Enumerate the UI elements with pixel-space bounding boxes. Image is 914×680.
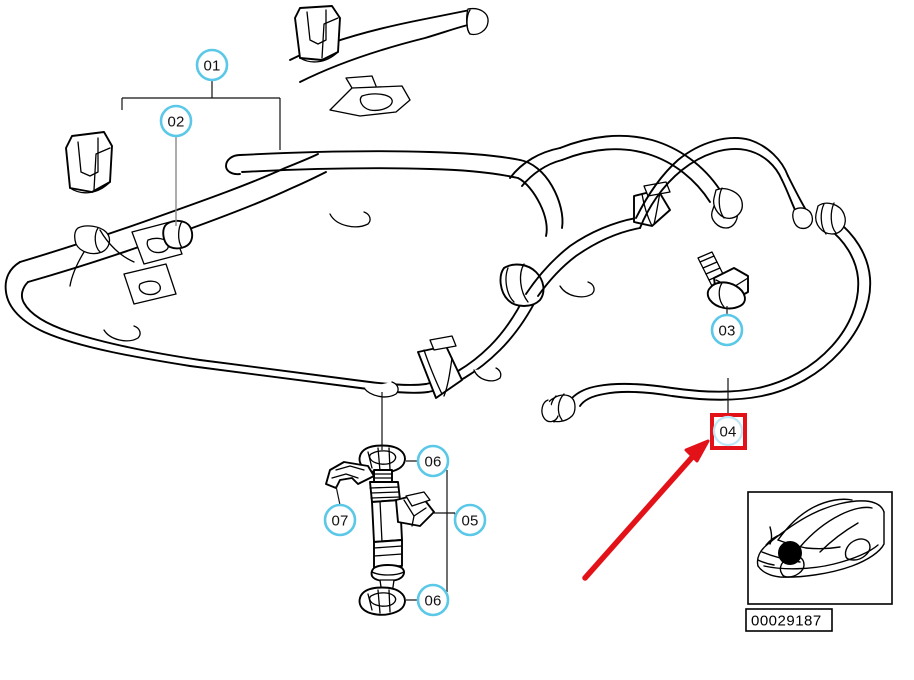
o-ring-bottom bbox=[358, 586, 406, 616]
o-ring-top bbox=[358, 444, 406, 474]
vehicle-inset: 00029187 bbox=[745, 491, 893, 632]
callout-03[interactable]: 03 bbox=[710, 313, 744, 347]
callout-07-label: 07 bbox=[331, 513, 348, 530]
fuel-hose-assembly bbox=[509, 134, 872, 423]
callout-02[interactable]: 02 bbox=[159, 104, 193, 138]
engine-location-marker bbox=[778, 541, 802, 565]
inset-car-illustration bbox=[756, 498, 885, 578]
highlight-arrow bbox=[582, 439, 710, 581]
callout-06-bottom[interactable]: 06 bbox=[416, 583, 450, 617]
callout-06-top-label: 06 bbox=[424, 454, 441, 471]
leader-lines bbox=[121, 80, 729, 601]
callout-03-label: 03 bbox=[718, 323, 735, 340]
callout-01-label: 01 bbox=[203, 58, 220, 75]
callout-04-highlighted[interactable]: 04 bbox=[710, 413, 747, 450]
callout-05[interactable]: 05 bbox=[453, 503, 487, 537]
callout-04-label: 04 bbox=[719, 424, 736, 441]
retaining-clip bbox=[325, 461, 375, 489]
callout-07[interactable]: 07 bbox=[323, 503, 357, 537]
fuel-injector-assembly bbox=[325, 392, 435, 616]
inset-id-box bbox=[745, 608, 833, 632]
callout-bubbles: 01 02 03 05 06 06 bbox=[159, 48, 747, 617]
inset-id-label: 00029187 bbox=[751, 613, 822, 630]
callout-01[interactable]: 01 bbox=[195, 48, 229, 82]
fuel-rail-assembly bbox=[4, 5, 671, 399]
callout-06-top[interactable]: 06 bbox=[416, 444, 450, 478]
hex-flange-bolt bbox=[697, 251, 749, 310]
callout-06-bottom-label: 06 bbox=[424, 593, 441, 610]
callout-05-label: 05 bbox=[461, 513, 478, 530]
callout-02-label: 02 bbox=[167, 114, 184, 131]
